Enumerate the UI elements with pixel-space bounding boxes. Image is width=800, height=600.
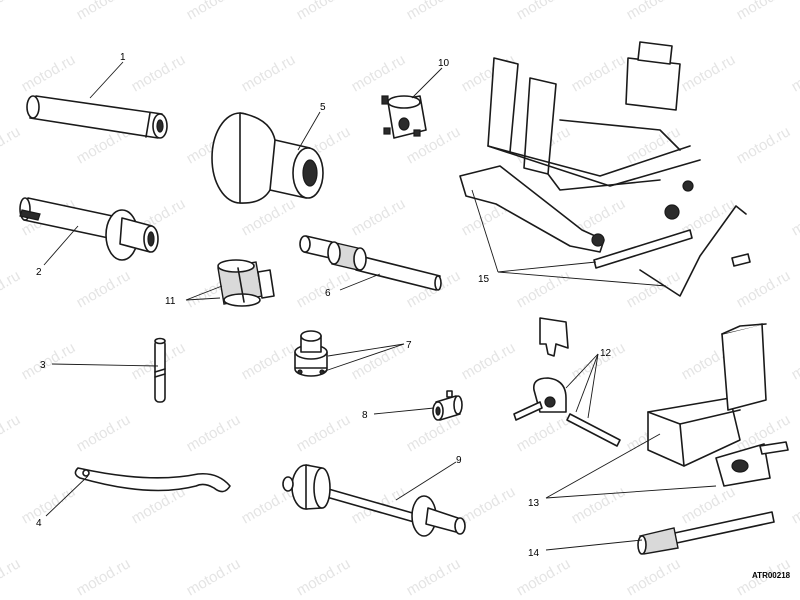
tool-5-bell-puller [211, 112, 324, 204]
watermark-text: motod.ru [74, 0, 134, 23]
callout-1: 1 [120, 52, 126, 63]
watermark-text: motod.ru [459, 339, 519, 383]
watermark-text: motod.ru [19, 51, 79, 95]
watermark-text: motod.ru [679, 51, 739, 95]
watermark-text: motod.ru [789, 483, 800, 527]
callout-6: 6 [325, 288, 331, 299]
watermark-text: motod.ru [0, 0, 23, 23]
watermark-text: motod.ru [184, 555, 244, 599]
watermark-text: motod.ru [294, 555, 354, 599]
watermark-text: motod.ru [734, 0, 794, 23]
watermark-text: motod.ru [294, 0, 354, 23]
watermark-text: motod.ru [0, 123, 23, 167]
watermark-text: motod.ru [239, 51, 299, 95]
watermark-text: motod.ru [184, 0, 244, 23]
callout-14: 14 [528, 548, 540, 559]
watermark-text: motod.ru [569, 483, 629, 527]
callout-2: 2 [36, 267, 42, 278]
callout-7: 7 [406, 340, 412, 351]
tool-15-stand-assembly [459, 41, 751, 297]
watermark-text: motod.ru [74, 267, 134, 311]
watermark-text: motod.ru [789, 51, 800, 95]
watermark-text: motod.ru [19, 483, 79, 527]
callout-10: 10 [438, 58, 450, 69]
callout-11: 11 [165, 296, 176, 307]
tool-14-rod [637, 511, 775, 555]
watermark-text: motod.ru [0, 267, 23, 311]
watermark-text: motod.ru [129, 51, 189, 95]
callout-8: 8 [362, 410, 368, 421]
watermark-text: motod.ru [184, 411, 244, 455]
watermark-text: motod.ru [514, 0, 574, 23]
watermark-text: motod.ru [514, 555, 574, 599]
tool-4-hook-spanner [74, 467, 231, 493]
watermark-text: motod.ru [74, 555, 134, 599]
watermark-text: motod.ru [624, 0, 684, 23]
watermark-text: motod.ru [294, 411, 354, 455]
watermark-text: motod.ru [734, 267, 794, 311]
watermark-text: motod.ru [459, 483, 519, 527]
callout-3: 3 [40, 360, 46, 371]
tool-1-tube [26, 95, 168, 139]
callout-9: 9 [456, 455, 462, 466]
callout-labels: 1 2 3 4 5 6 7 8 9 10 11 12 13 14 15 [36, 52, 612, 559]
tool-8-sleeve [432, 390, 463, 421]
drawing-code: ATR00218 [752, 571, 791, 580]
leader-lines [43, 61, 717, 551]
callout-12: 12 [600, 348, 612, 359]
callout-13: 13 [528, 498, 540, 509]
watermark-text: motod.ru [789, 339, 800, 383]
watermark-text: motod.ru [239, 339, 299, 383]
watermark-text: motod.ru [404, 411, 464, 455]
tool-10-coupling [381, 95, 427, 139]
watermark-text: motod.ru [404, 0, 464, 23]
watermark-text: motod.ru [624, 267, 684, 311]
watermark-text: motod.ru [404, 555, 464, 599]
callout-5: 5 [320, 102, 326, 113]
tool-11-split-collets [217, 259, 275, 307]
tool-12-bracket-set [513, 317, 621, 447]
watermark-text: motod.ru [19, 339, 79, 383]
tool-3-pin-punch [154, 337, 166, 403]
watermark-text: motod.ru [294, 267, 354, 311]
watermark-text: motod.ru [569, 51, 629, 95]
watermark-text: motod.ru [0, 555, 23, 599]
tool-13-case-and-jig [647, 323, 789, 487]
watermark-text: motod.ru [349, 51, 409, 95]
tool-6-drift [299, 235, 442, 291]
watermark-text: motod.ru [624, 555, 684, 599]
callout-4: 4 [36, 518, 42, 529]
watermark-text: motod.ru [789, 195, 800, 239]
tool-2-flanged-puller [19, 197, 159, 261]
tool-7-adapter [294, 330, 328, 377]
watermark-text: motod.ru [734, 123, 794, 167]
watermark-text: motod.ru [349, 195, 409, 239]
watermark-text: motod.ru [569, 339, 629, 383]
callout-15: 15 [478, 274, 490, 285]
tool-9-shaft-puller [282, 464, 466, 537]
watermark-text: motod.ru [74, 411, 134, 455]
watermark-text: motod.ru [0, 411, 23, 455]
